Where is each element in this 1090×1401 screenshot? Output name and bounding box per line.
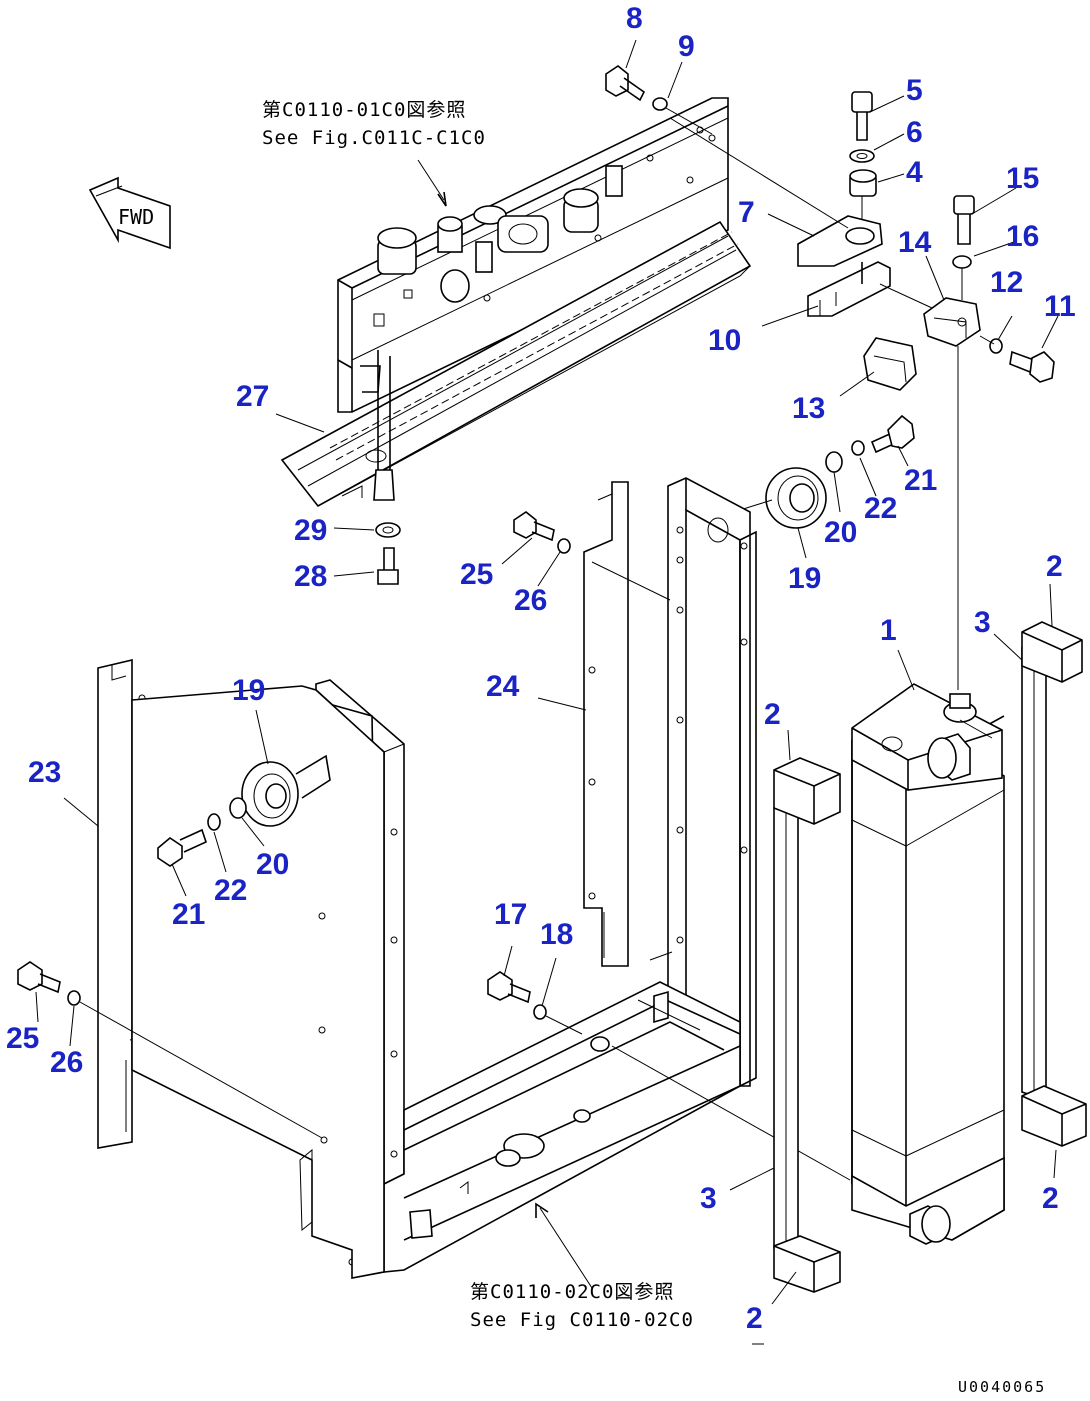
- seal-2-upper-right: [1021, 621, 1083, 683]
- washer-26-middle: [557, 538, 571, 554]
- callout-26: 26: [514, 584, 547, 617]
- callout-13: 13: [792, 392, 825, 425]
- bolt-5: [851, 91, 873, 141]
- ref-bottom-jp: 第C0110-02C0図参照: [470, 1281, 674, 1303]
- plate-24: [583, 481, 629, 967]
- callout-3: 3: [700, 1182, 717, 1215]
- callout-26: 26: [50, 1046, 83, 1079]
- callout-27: 27: [236, 380, 269, 413]
- callout-4: 4: [906, 156, 923, 189]
- callout-21: 21: [904, 464, 937, 497]
- bolt-8: [605, 65, 646, 102]
- bracket-7: [797, 215, 883, 267]
- callout-24: 24: [486, 670, 520, 703]
- grommet-19-upper: [765, 467, 827, 529]
- callout-1: 1: [880, 614, 897, 647]
- callout-23: 23: [28, 756, 61, 789]
- washer-20-left: [229, 797, 247, 819]
- grommet-19-left: [241, 754, 331, 827]
- bracket-14: [923, 297, 981, 347]
- washer-9: [652, 97, 668, 111]
- callout-18: 18: [540, 918, 573, 951]
- washer-6: [849, 149, 875, 163]
- callout-19: 19: [788, 562, 821, 595]
- callout-20: 20: [256, 848, 289, 881]
- callout-25: 25: [460, 558, 493, 591]
- ref-bottom-en: See Fig C0110-02C0: [470, 1309, 694, 1331]
- callout-28: 28: [294, 560, 327, 593]
- washer-20-upper: [825, 451, 843, 473]
- washer-29: [375, 522, 401, 538]
- callout-6: 6: [906, 116, 923, 149]
- callout-29: 29: [294, 514, 327, 547]
- fwd-label: FWD: [118, 205, 154, 229]
- callout-21: 21: [172, 898, 205, 931]
- callout-17: 17: [494, 898, 527, 931]
- seal-3-left: [773, 806, 799, 1258]
- washer-26-left: [67, 990, 81, 1006]
- bolt-21-left: [157, 828, 207, 867]
- fwd-arrow-icon: FWD: [88, 176, 171, 250]
- callout-15: 15: [1006, 162, 1039, 195]
- bracket-10: [807, 261, 891, 317]
- upper-frame: [337, 97, 729, 413]
- callout-20: 20: [824, 516, 857, 549]
- bolt-25-left: [17, 961, 61, 994]
- callouts: 1 2 2 2 2 3 3 4 5 6 7 8 9 10 11 12 13 14…: [6, 2, 1076, 1335]
- callout-11: 11: [1044, 290, 1076, 323]
- callout-22: 22: [864, 492, 897, 525]
- bushing-4: [849, 169, 877, 197]
- callout-14: 14: [898, 226, 932, 259]
- callout-10: 10: [708, 324, 741, 357]
- bolt-15: [953, 195, 975, 245]
- callout-22: 22: [214, 874, 247, 907]
- callout-8: 8: [626, 2, 643, 35]
- callout-16: 16: [1006, 220, 1039, 253]
- bolt-28: [377, 547, 399, 585]
- washer-22-left: [207, 813, 221, 831]
- bolt-11: [1009, 350, 1055, 383]
- callout-25: 25: [6, 1022, 39, 1055]
- seal-strip: [280, 220, 752, 508]
- bolt-21-upper: [870, 414, 915, 454]
- callout-19: 19: [232, 674, 265, 707]
- callout-2: 2: [1046, 550, 1063, 583]
- lower-frame: [348, 951, 741, 1273]
- callout-7: 7: [738, 196, 755, 229]
- callout-2: 2: [764, 698, 781, 731]
- seal-3-right: [1021, 646, 1047, 1102]
- washer-16: [952, 255, 972, 269]
- seal-2-lower-right: [1021, 1085, 1087, 1147]
- washer-22-upper: [851, 440, 865, 456]
- bolt-17: [487, 971, 531, 1004]
- ref-top-en: See Fig.C011C-C1C0: [262, 127, 486, 149]
- callout-2: 2: [746, 1302, 763, 1335]
- callout-3: 3: [974, 606, 991, 639]
- callout-12: 12: [990, 266, 1023, 299]
- callout-5: 5: [906, 74, 923, 107]
- ref-top-jp: 第C0110-01C0図参照: [262, 99, 466, 121]
- callout-9: 9: [678, 30, 695, 63]
- washer-18: [533, 1004, 547, 1020]
- seal-2-lower-left: [773, 1235, 841, 1293]
- bolt-25-middle: [513, 511, 555, 542]
- cushion-13: [863, 337, 917, 391]
- seal-2-upper-left: [773, 757, 841, 825]
- drawing-code: U0040065: [958, 1378, 1046, 1396]
- radiator-core: [851, 683, 1005, 1245]
- leader-lines: [35, 39, 1059, 1305]
- washer-12: [989, 338, 1003, 354]
- callout-2: 2: [1042, 1182, 1059, 1215]
